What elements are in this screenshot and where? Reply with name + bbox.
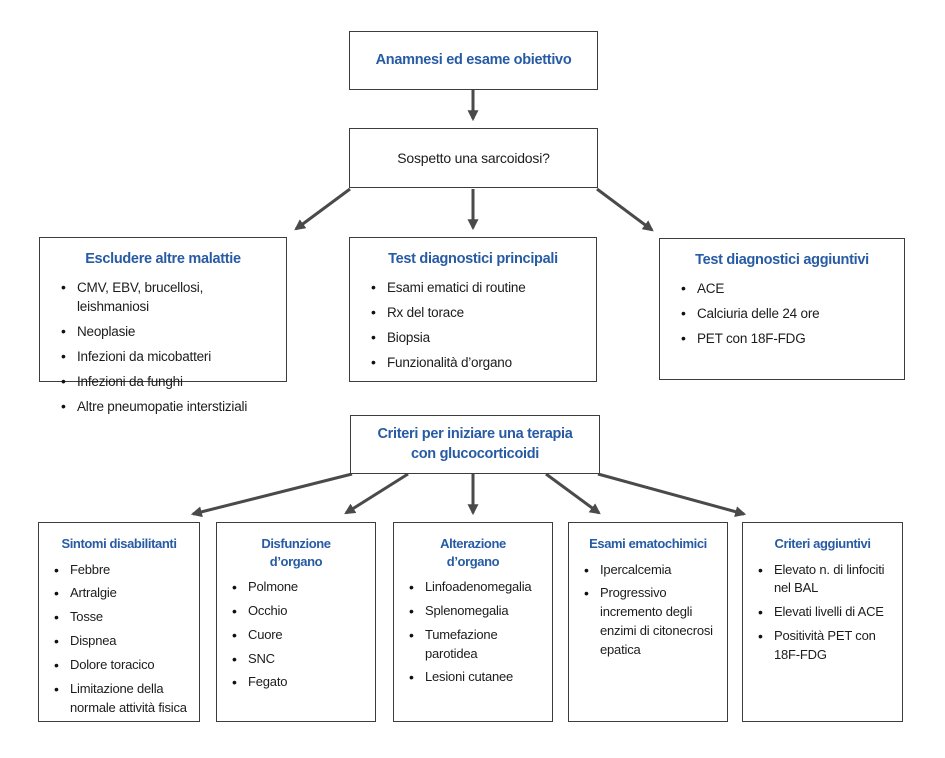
bullet-item: Febbre xyxy=(53,560,189,580)
title-line: Test diagnostici principali xyxy=(388,251,558,267)
anamnesi-box: Anamnesi ed esame obiettivo xyxy=(349,31,598,90)
branch-box-test-principali: Test diagnostici principali Esami ematic… xyxy=(349,237,597,382)
title-line: Criteri aggiuntivi xyxy=(774,536,871,551)
bullet-item: Progressivo incremento degli enzimi di c… xyxy=(583,583,717,659)
bullet-item: Tosse xyxy=(53,607,189,627)
bullet-item: Calciuria delle 24 ore xyxy=(680,303,894,324)
bullet-item: Infezioni da micobatteri xyxy=(60,346,276,367)
branch-box-title: Escludere altre malattie xyxy=(50,250,276,270)
bullet-item: Infezioni da funghi xyxy=(60,371,276,392)
title-line: Esami ematochimici xyxy=(589,536,707,551)
bullet-item: Dolore toracico xyxy=(53,655,189,675)
title-line: Sintomi disabilitanti xyxy=(61,536,177,551)
bullet-item: Lesioni cutanee xyxy=(408,667,542,687)
title-line: Disfunzione xyxy=(261,536,331,551)
branch-box-title: Test diagnostici principali xyxy=(360,250,586,270)
bullet-item: Ipercalcemia xyxy=(583,560,717,580)
bullet-item: SNC xyxy=(231,649,365,669)
criteria-box-title: Criteri per iniziare una terapia con gluc… xyxy=(377,425,572,464)
bullet-item: Biopsia xyxy=(370,327,586,348)
bullet-item: Dispnea xyxy=(53,631,189,651)
arrow-criteria-to-sintomi xyxy=(190,472,353,518)
bullet-item: Occhio xyxy=(231,601,365,621)
criteria-branch-esami: Esami ematochimici IpercalcemiaProgressi… xyxy=(568,522,728,722)
arrow-criteria-to-aggiuntivi2 xyxy=(597,472,747,517)
bullet-item: Altre pneumopatie interstiziali xyxy=(60,396,276,417)
criteria-branch-alterazione: Alterazione d’organo LinfoadenomegaliaSpl… xyxy=(393,522,553,722)
branch-box-title: Esami ematochimici xyxy=(579,535,717,553)
bullet-item: Linfoadenomegalia xyxy=(408,577,542,597)
bullet-item: PET con 18F-FDG xyxy=(680,328,894,349)
branch-box-test-aggiuntivi: Test diagnostici aggiuntivi ACE Calciuria… xyxy=(659,238,905,380)
bullet-list: ACE Calciuria delle 24 orePET con 18F-FDG xyxy=(670,278,894,349)
bullet-list: FebbreArtralgieTosseDispneaDolore toraci… xyxy=(49,560,189,718)
branch-box-escludere: Escludere altre malattie CMV, EBV, bruce… xyxy=(39,237,287,416)
title-line: Escludere altre malattie xyxy=(85,251,241,267)
title-line: Alterazione xyxy=(440,536,506,551)
arrow-question-to-aggiuntivi xyxy=(596,187,654,232)
bullet-item: Elevato n. di linfociti nel BAL xyxy=(757,560,892,599)
bullet-item: Positività PET con 18F-FDG xyxy=(757,626,892,665)
bullet-item: Elevati livelli di ACE xyxy=(757,602,892,622)
bullet-item: Esami ematici di routine xyxy=(370,277,586,298)
bullet-item: Cuore xyxy=(231,625,365,645)
arrow-criteria-to-esami xyxy=(545,472,601,515)
branch-box-title: Criteri aggiuntivi xyxy=(753,535,892,553)
bullet-item: ACE xyxy=(680,278,894,299)
title-line: d’organo xyxy=(446,553,500,569)
title-line: con glucocorticoidi xyxy=(410,445,540,462)
bullet-list: IpercalcemiaProgressivo incremento degli… xyxy=(579,560,717,660)
bullet-item: Limitazione della normale attività fisic… xyxy=(53,679,189,718)
bullet-list: LinfoadenomegaliaSplenomegaliaTumefazion… xyxy=(404,577,542,688)
branch-box-title: Alterazione d’organo xyxy=(404,535,542,570)
bullet-item: Rx del torace xyxy=(370,302,586,323)
criteria-branch-sintomi: Sintomi disabilitanti FebbreArtralgieTos… xyxy=(38,522,200,722)
title-line: Test diagnostici aggiuntivi xyxy=(695,252,869,268)
arrow-question-to-escludere xyxy=(294,187,351,231)
arrow-criteria-to-disfunzione xyxy=(344,472,409,515)
bullet-item: CMV, EBV, brucellosi, leishmaniosi xyxy=(60,277,276,317)
branch-box-title: Disfunzione d’organo xyxy=(227,535,365,570)
title-line: Criteri per iniziare una terapia xyxy=(377,425,573,442)
bullet-list: PolmoneOcchioCuoreSNC Fegato xyxy=(227,577,365,693)
bullet-list: Elevato n. di linfociti nel BAL Elevati l… xyxy=(753,560,892,665)
question-box: Sospetto una sarcoidosi? xyxy=(349,128,598,188)
criteria-branch-disfunzione: Disfunzione d’organo PolmoneOcchioCuoreSN… xyxy=(216,522,376,722)
criteria-box: Criteri per iniziare una terapia con gluc… xyxy=(350,415,600,474)
branch-box-title: Test diagnostici aggiuntivi xyxy=(670,251,894,271)
criteria-branch-aggiuntivi: Criteri aggiuntivi Elevato n. di linfoci… xyxy=(742,522,903,722)
branch-box-title: Sintomi disabilitanti xyxy=(49,535,189,553)
bullet-item: Funzionalità d’organo xyxy=(370,352,586,373)
bullet-list: CMV, EBV, brucellosi, leishmaniosiNeopla… xyxy=(50,277,276,417)
bullet-item: Splenomegalia xyxy=(408,601,542,621)
question-text: Sospetto una sarcoidosi? xyxy=(397,150,550,166)
title-line: Anamnesi ed esame obiettivo xyxy=(375,51,572,68)
bullet-list: Esami ematici di routine Rx del toraceBio… xyxy=(360,277,586,373)
bullet-item: Artralgie xyxy=(53,583,189,603)
anamnesi-box-title: Anamnesi ed esame obiettivo xyxy=(376,51,572,71)
bullet-item: Fegato xyxy=(231,672,365,692)
bullet-item: Neoplasie xyxy=(60,321,276,342)
title-line: d’organo xyxy=(269,553,323,569)
bullet-item: Tumefazione parotidea xyxy=(408,625,542,664)
bullet-item: Polmone xyxy=(231,577,365,597)
